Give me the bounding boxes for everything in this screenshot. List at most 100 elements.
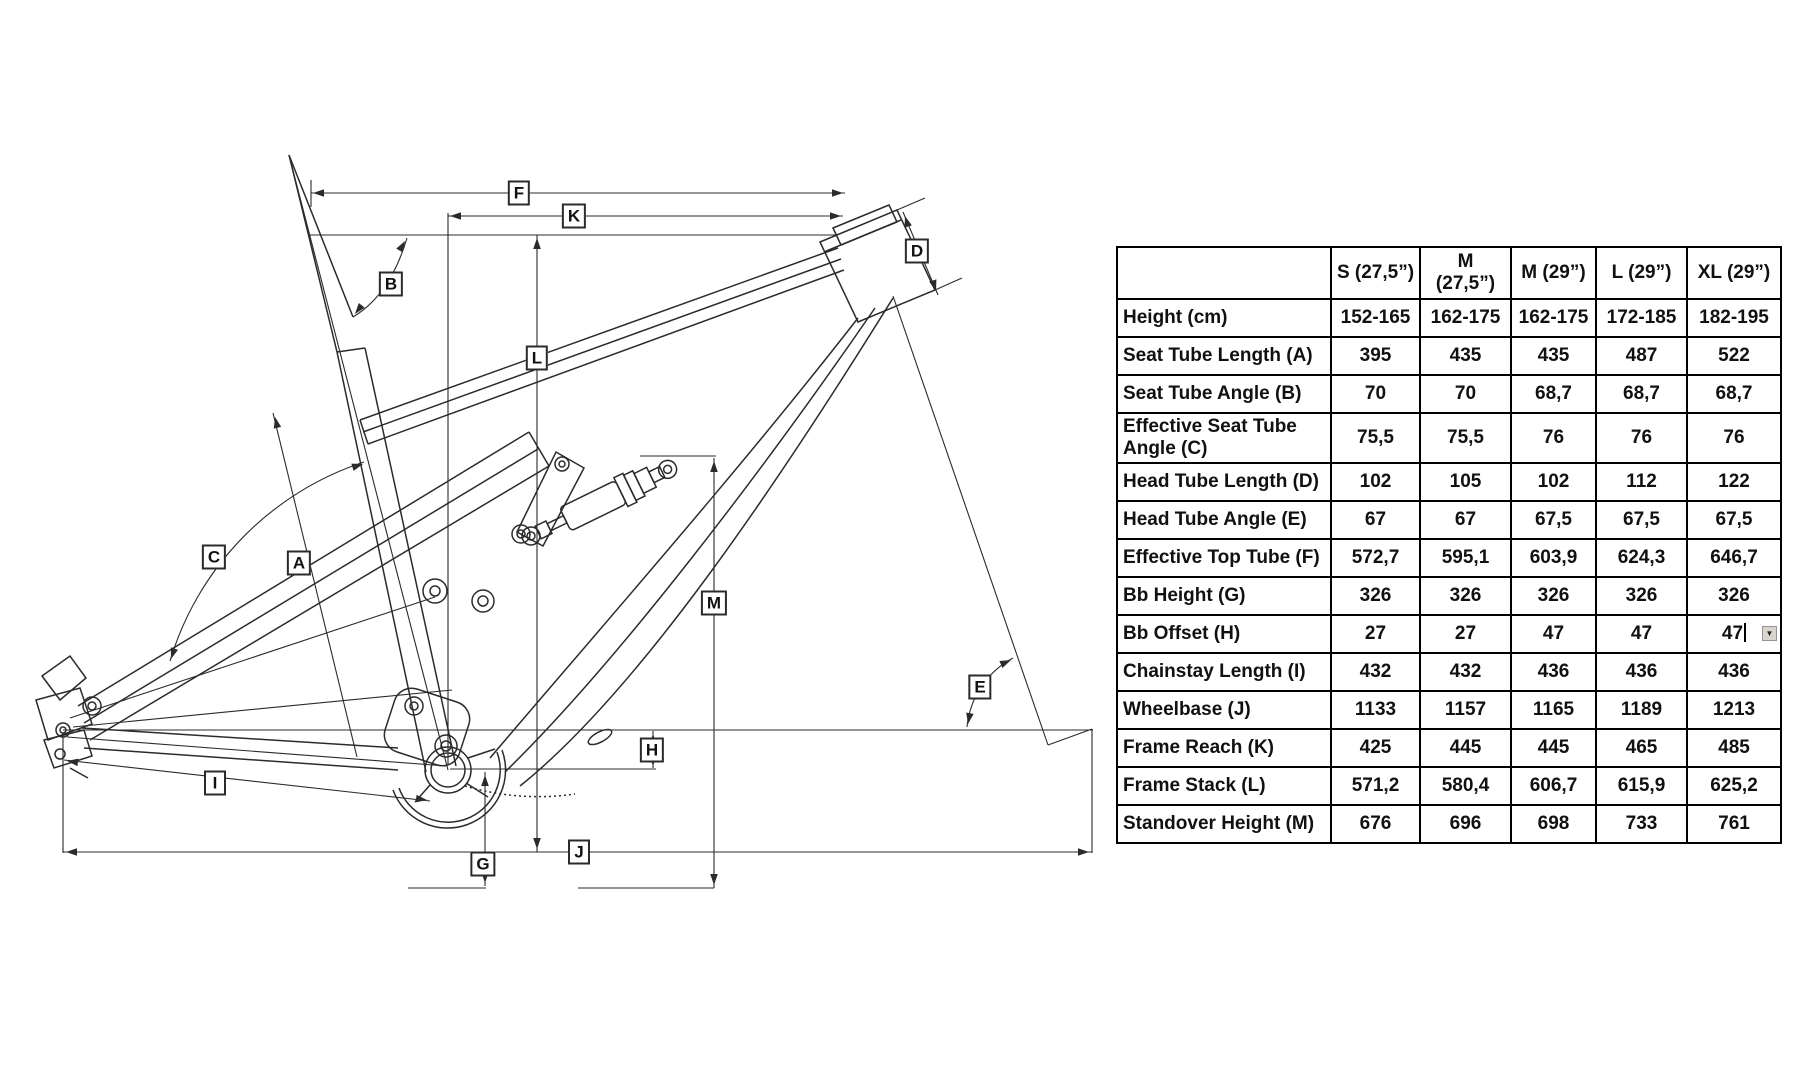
- dim-label-d: D: [904, 238, 930, 264]
- value-cell[interactable]: 432: [1419, 652, 1512, 692]
- value-cell[interactable]: 425: [1330, 728, 1421, 768]
- size-column-header: L (29”): [1595, 246, 1688, 300]
- value-cell[interactable]: 432: [1330, 652, 1421, 692]
- value-cell[interactable]: 698: [1510, 804, 1597, 844]
- value-cell[interactable]: 172-185: [1595, 298, 1688, 338]
- value-cell[interactable]: 761: [1686, 804, 1782, 844]
- dim-label-i: I: [204, 770, 226, 796]
- value-cell[interactable]: 105: [1419, 462, 1512, 502]
- size-column-header: M (27,5”): [1419, 246, 1512, 300]
- value-cell[interactable]: 47▼: [1686, 614, 1782, 654]
- value-cell[interactable]: 67,5: [1510, 500, 1597, 540]
- corner-cell: [1116, 246, 1332, 300]
- value-cell[interactable]: 676: [1330, 804, 1421, 844]
- value-cell[interactable]: 70: [1330, 374, 1421, 414]
- value-cell[interactable]: 485: [1686, 728, 1782, 768]
- value-cell[interactable]: 646,7: [1686, 538, 1782, 578]
- value-cell[interactable]: 436: [1510, 652, 1597, 692]
- value-cell[interactable]: 27: [1330, 614, 1421, 654]
- value-cell[interactable]: 68,7: [1686, 374, 1782, 414]
- row-label-cell: Bb Height (G): [1116, 576, 1332, 616]
- dim-label-e: E: [968, 674, 992, 700]
- text-caret-icon: [1744, 623, 1747, 642]
- value-cell[interactable]: 326: [1510, 576, 1597, 616]
- dim-label-l: L: [525, 345, 549, 371]
- value-cell[interactable]: 436: [1595, 652, 1688, 692]
- dim-label-b: B: [378, 271, 404, 297]
- bottom-bracket: [392, 746, 507, 829]
- value-cell[interactable]: 70: [1419, 374, 1512, 414]
- dim-label-a: A: [286, 550, 312, 576]
- value-cell[interactable]: 76: [1510, 412, 1597, 464]
- value-cell[interactable]: 435: [1419, 336, 1512, 376]
- row-label-cell: Height (cm): [1116, 298, 1332, 338]
- value-cell[interactable]: 67: [1419, 500, 1512, 540]
- value-cell[interactable]: 75,5: [1419, 412, 1512, 464]
- value-cell[interactable]: 580,4: [1419, 766, 1512, 806]
- value-cell[interactable]: 182-195: [1686, 298, 1782, 338]
- value-cell[interactable]: 615,9: [1595, 766, 1688, 806]
- value-cell[interactable]: 67,5: [1686, 500, 1782, 540]
- value-cell[interactable]: 603,9: [1510, 538, 1597, 578]
- value-cell[interactable]: 571,2: [1330, 766, 1421, 806]
- cell-dropdown-button[interactable]: ▼: [1762, 626, 1777, 641]
- value-cell[interactable]: 112: [1595, 462, 1688, 502]
- value-cell[interactable]: 572,7: [1330, 538, 1421, 578]
- value-cell[interactable]: 1189: [1595, 690, 1688, 730]
- value-cell[interactable]: 625,2: [1686, 766, 1782, 806]
- dim-label-c: C: [201, 544, 227, 570]
- value-cell[interactable]: 122: [1686, 462, 1782, 502]
- value-cell[interactable]: 67,5: [1595, 500, 1688, 540]
- value-cell[interactable]: 27: [1419, 614, 1512, 654]
- value-cell[interactable]: 326: [1595, 576, 1688, 616]
- rear-dropout: [35, 654, 102, 779]
- row-label-cell: Head Tube Length (D): [1116, 462, 1332, 502]
- value-cell[interactable]: 67: [1330, 500, 1421, 540]
- table-header-row: S (27,5”)M (27,5”)M (29”)L (29”)XL (29”): [1116, 246, 1782, 300]
- value-cell[interactable]: 696: [1419, 804, 1512, 844]
- value-cell[interactable]: 326: [1330, 576, 1421, 616]
- value-cell[interactable]: 47: [1510, 614, 1597, 654]
- value-cell[interactable]: 733: [1595, 804, 1688, 844]
- value-cell[interactable]: 162-175: [1419, 298, 1512, 338]
- row-label-cell: Wheelbase (J): [1116, 690, 1332, 730]
- value-cell[interactable]: 1133: [1330, 690, 1421, 730]
- value-cell[interactable]: 152-165: [1330, 298, 1421, 338]
- value-cell[interactable]: 445: [1419, 728, 1512, 768]
- value-cell[interactable]: 76: [1686, 412, 1782, 464]
- value-cell[interactable]: 595,1: [1419, 538, 1512, 578]
- value-cell[interactable]: 465: [1595, 728, 1688, 768]
- value-cell[interactable]: 435: [1510, 336, 1597, 376]
- value-cell[interactable]: 487: [1595, 336, 1688, 376]
- value-cell[interactable]: 75,5: [1330, 412, 1421, 464]
- value-cell[interactable]: 47: [1595, 614, 1688, 654]
- value-cell[interactable]: 102: [1510, 462, 1597, 502]
- value-cell[interactable]: 76: [1595, 412, 1688, 464]
- value-cell[interactable]: 624,3: [1595, 538, 1688, 578]
- value-cell[interactable]: 162-175: [1510, 298, 1597, 338]
- value-cell[interactable]: 1213: [1686, 690, 1782, 730]
- value-cell[interactable]: 606,7: [1510, 766, 1597, 806]
- value-cell[interactable]: 445: [1510, 728, 1597, 768]
- row-label-cell: Standover Height (M): [1116, 804, 1332, 844]
- value-cell[interactable]: 68,7: [1595, 374, 1688, 414]
- dropdown-arrow-icon: ▼: [1765, 629, 1774, 638]
- value-cell[interactable]: 326: [1686, 576, 1782, 616]
- value-cell[interactable]: 395: [1330, 336, 1421, 376]
- value-cell[interactable]: 1165: [1510, 690, 1597, 730]
- dim-label-f: F: [507, 180, 531, 206]
- value-cell[interactable]: 1157: [1419, 690, 1512, 730]
- value-cell[interactable]: 68,7: [1510, 374, 1597, 414]
- value-cell[interactable]: 522: [1686, 336, 1782, 376]
- value-cell[interactable]: 102: [1330, 462, 1421, 502]
- value-cell[interactable]: 326: [1419, 576, 1512, 616]
- dim-label-h: H: [639, 737, 665, 763]
- value-cell[interactable]: 436: [1686, 652, 1782, 692]
